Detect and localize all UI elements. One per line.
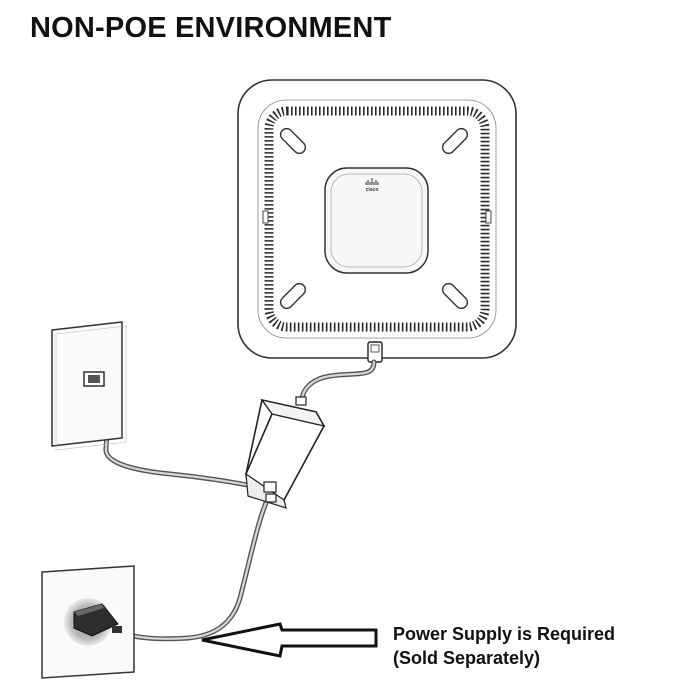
- cisco-logo: [365, 178, 379, 185]
- mounting-slots: [279, 127, 469, 310]
- center-module: cisco: [324, 167, 429, 274]
- power-injector: [245, 396, 326, 509]
- cables: [95, 359, 377, 642]
- wall-power-outlet: [41, 565, 135, 679]
- diagram-title: NON-POE ENVIRONMENT: [30, 12, 392, 44]
- callout-arrow: [201, 622, 378, 658]
- power-supply-note-line1: Power Supply is Required: [393, 624, 616, 644]
- power-supply-note: Power Supply is Required (Sold Separatel…: [393, 622, 615, 670]
- power-adapter: [73, 603, 122, 637]
- power-supply-note-line2: (Sold Separately): [393, 648, 541, 668]
- ap-ethernet-connector: [367, 341, 383, 363]
- access-point-device: cisco: [237, 79, 517, 359]
- wall-ethernet-jack: [51, 321, 127, 451]
- cisco-logo-text: cisco: [366, 187, 379, 193]
